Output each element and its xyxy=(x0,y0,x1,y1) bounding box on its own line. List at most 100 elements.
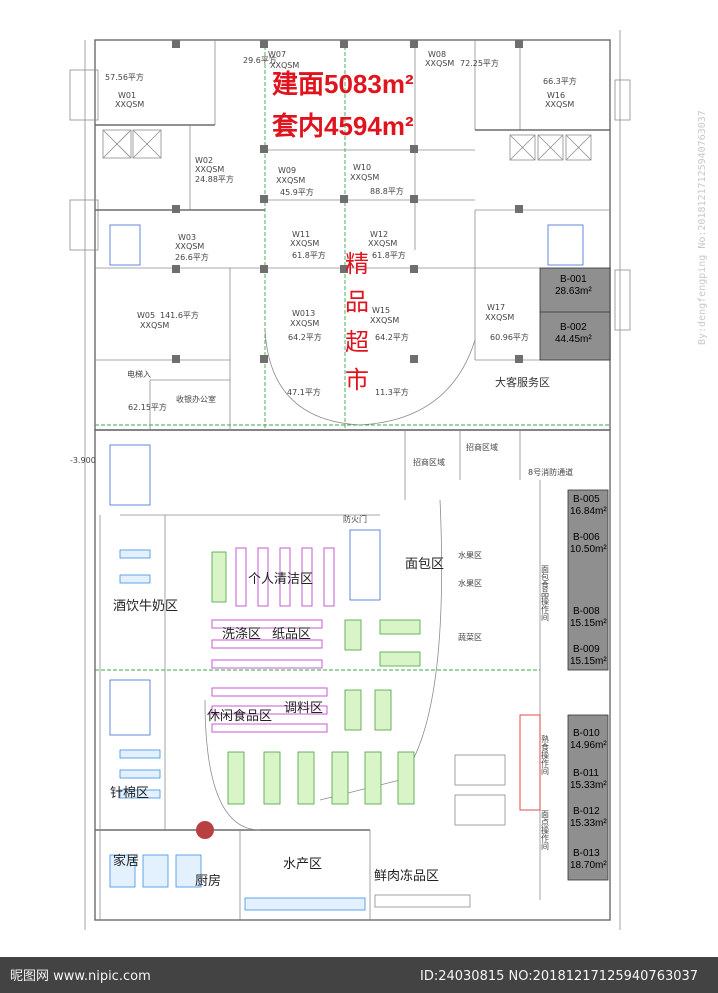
shop-name: XXQSM xyxy=(276,176,305,185)
net-area-headline: 套内4594m² xyxy=(272,111,414,141)
shop-w01: 57.56平方 W01 XXQSM xyxy=(105,72,144,109)
shop-w10: W10 XXQSM 88.8平方 xyxy=(350,163,404,196)
stairs-elevators xyxy=(102,129,592,736)
b-unit-area: 15.15m² xyxy=(570,656,607,667)
shop-area: 29.6平方 xyxy=(243,55,277,65)
b-002-label: B-002 44.45m² xyxy=(555,322,592,345)
zone-bakery-ops: 面点操作间 xyxy=(541,810,550,851)
watermark-bar xyxy=(0,957,718,993)
b-units-blocks xyxy=(539,267,611,881)
shop-code: W15 xyxy=(372,306,390,315)
shop-name: XXQSM xyxy=(270,61,299,70)
b-unit-code: B-008 xyxy=(573,606,600,617)
shop-area: 61.8平方 xyxy=(372,250,406,260)
b-unit-area: 44.45m² xyxy=(555,334,592,345)
shop-name: XXQSM xyxy=(175,242,204,251)
shop-code: W01 xyxy=(118,91,136,100)
shop-w05: W05 141.6平方 XXQSM xyxy=(137,310,199,330)
area-label-113: 11.3平方 xyxy=(375,387,409,397)
b-unit-area: 18.70m² xyxy=(570,860,607,871)
shop-w07: 29.6平方 W07 XXQSM xyxy=(243,50,299,70)
b-unit-code: B-010 xyxy=(573,728,600,739)
building-outline xyxy=(69,30,631,930)
title-char-4: 市 xyxy=(345,366,369,394)
level-mark: -3.900 xyxy=(70,456,96,465)
b-008-label: B-008 15.15m² xyxy=(570,606,607,629)
shop-w02: W02 XXQSM 24.88平方 xyxy=(195,156,234,184)
b-010-label: B-010 14.96m² xyxy=(570,728,607,751)
shop-name: XXQSM xyxy=(425,59,454,68)
shop-w17: W17 XXQSM 60.96平方 xyxy=(485,303,529,342)
shop-code: W16 xyxy=(547,91,565,100)
shop-code: W17 xyxy=(487,303,505,312)
shop-code: W08 xyxy=(428,50,446,59)
shop-area: 72.25平方 xyxy=(460,58,499,68)
title-char-1: 精 xyxy=(345,250,369,278)
shop-name: XXQSM xyxy=(290,319,319,328)
shop-code: W02 xyxy=(195,156,213,165)
area-label-47: 47.1平方 xyxy=(287,387,321,397)
shop-area: 60.96平方 xyxy=(490,332,529,342)
b-011-label: B-011 15.33m² xyxy=(570,768,607,791)
b-unit-area: 15.33m² xyxy=(570,780,607,791)
shop-name: XXQSM xyxy=(350,173,379,182)
zone-fruit-a: 水果区 xyxy=(458,550,482,560)
shop-code: W12 xyxy=(370,230,388,239)
shop-name: XXQSM xyxy=(485,313,514,322)
shop-name: XXQSM xyxy=(545,100,574,109)
title-char-3: 超 xyxy=(345,328,369,356)
b-013-label: B-013 18.70m² xyxy=(570,848,607,871)
shop-area: 66.3平方 xyxy=(543,76,577,86)
zone-snacks: 休闲食品区 xyxy=(207,708,272,724)
zone-deli-ops: 熟食操作间 xyxy=(541,734,550,776)
shop-w12: W12 XXQSM 61.8平方 xyxy=(368,230,406,260)
shop-area: 26.6平方 xyxy=(175,252,209,262)
zone-paper: 纸品区 xyxy=(272,627,311,642)
shop-code: W11 xyxy=(292,230,310,239)
b-006-label: B-006 10.50m² xyxy=(570,532,607,555)
b-001-label: B-001 28.63m² xyxy=(555,274,592,297)
shop-area: 45.9平方 xyxy=(280,187,314,197)
b-012-label: B-012 15.33m² xyxy=(570,806,607,829)
b-unit-code: B-012 xyxy=(573,806,600,817)
promo-area-a: 招商区域 xyxy=(413,457,445,467)
shop-name: XXQSM xyxy=(195,165,224,174)
shop-w16: 66.3平方 W16 XXQSM xyxy=(543,76,577,109)
shop-code: W09 xyxy=(278,166,296,175)
b-005-label: B-005 16.84m² xyxy=(570,494,607,517)
elevator-entrance-label: 电梯入 xyxy=(127,369,151,379)
b-unit-code: B-005 xyxy=(573,494,600,505)
shop-area: 57.56平方 xyxy=(105,72,144,82)
image-id-text: ID:24030815 NO:20181217125940763037 xyxy=(420,969,698,984)
customer-service-label: 大客服务区 xyxy=(495,375,550,389)
shop-w09: W09 XXQSM 45.9平方 xyxy=(276,166,314,197)
gross-area-headline: 建面5083m² xyxy=(272,69,414,99)
b-unit-area: 10.50m² xyxy=(570,544,607,555)
shop-name: XXQSM xyxy=(290,239,319,248)
b-unit-area: 15.33m² xyxy=(570,818,607,829)
fire-door-label: 防火门 xyxy=(343,514,367,524)
b-unit-area: 28.63m² xyxy=(555,286,592,297)
zone-fruit-b: 水果区 xyxy=(458,578,482,588)
shop-area: 24.88平方 xyxy=(195,174,234,184)
shop-code: W03 xyxy=(178,233,196,242)
area-label-6215: 62.15平方 xyxy=(128,402,167,412)
site-logo-text: 昵图网 www.nipic.com xyxy=(10,969,151,984)
cashier-office-label: 收银办公室 xyxy=(176,394,216,404)
shop-w15: W15 XXQSM 64.2平方 xyxy=(370,306,409,342)
zone-processing: 面包食品操作间 xyxy=(541,565,550,622)
shop-code: W10 xyxy=(353,163,371,172)
zone-seafood: 水产区 xyxy=(283,857,322,872)
shop-area: 64.2平方 xyxy=(288,332,322,342)
zone-bakery: 面包区 xyxy=(405,557,444,572)
shop-w03: W03 XXQSM 26.6平方 xyxy=(175,233,209,262)
zone-fresh-meat: 鲜肉冻品区 xyxy=(374,868,439,884)
fire-channel-label: 8号消防通道 xyxy=(528,467,573,477)
shop-name: XXQSM xyxy=(115,100,144,109)
shop-w013: W013 XXQSM 64.2平方 xyxy=(288,309,322,342)
shop-w11: W11 XXQSM 61.8平方 xyxy=(290,230,326,260)
shop-name: XXQSM xyxy=(370,316,399,325)
zone-veg: 蔬菜区 xyxy=(458,632,482,642)
zone-knit: 针棉区 xyxy=(110,786,149,801)
